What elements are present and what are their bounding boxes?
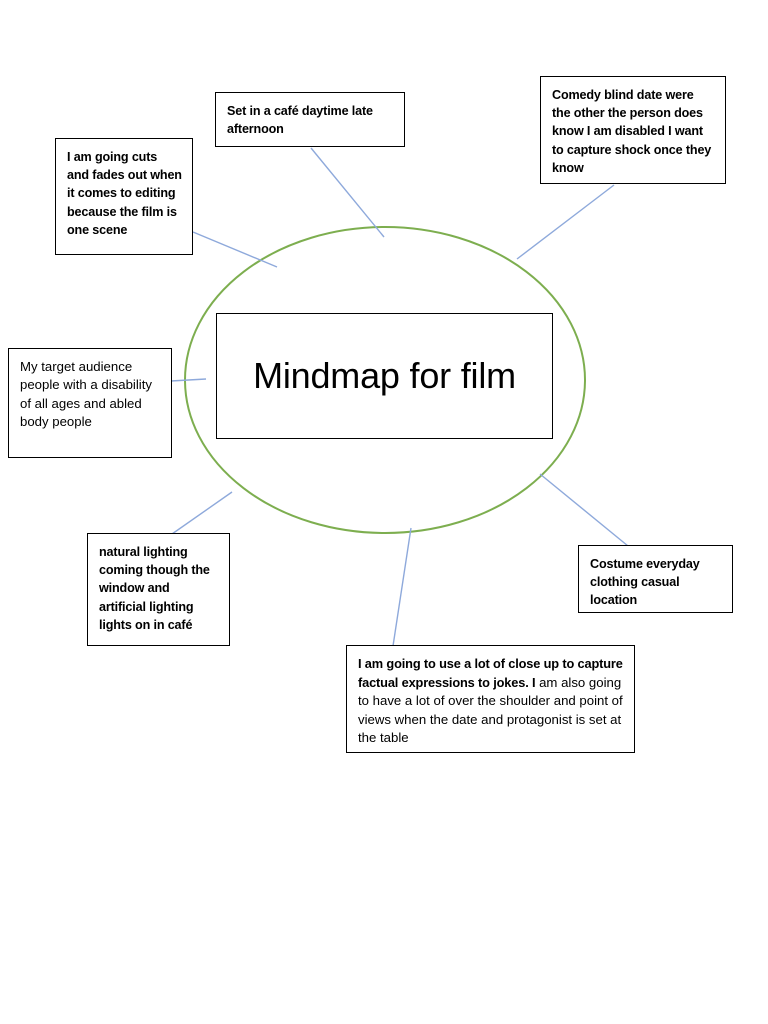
central-topic-label: Mindmap for film (253, 355, 516, 396)
note-audience-label: My target audience people with a disabil… (20, 359, 152, 430)
connector-shots (392, 527, 412, 647)
connector-editing (192, 231, 278, 268)
note-shots-lead: I am going to use a lot of close up to c… (358, 656, 623, 690)
note-shots[interactable]: I am going to use a lot of close up to c… (346, 645, 635, 753)
note-editing[interactable]: I am going cuts and fades out when it co… (55, 138, 193, 255)
connector-costume (539, 473, 629, 547)
note-costume[interactable]: Costume everyday clothing casual locatio… (578, 545, 733, 613)
note-setting-label: Set in a café daytime late afternoon (227, 104, 373, 137)
note-audience[interactable]: My target audience people with a disabil… (8, 348, 172, 458)
central-topic-node[interactable]: Mindmap for film (216, 313, 553, 439)
note-lighting[interactable]: natural lighting coming though the windo… (87, 533, 230, 646)
connector-setting (310, 147, 385, 238)
connector-lighting (171, 491, 233, 535)
note-comedy-label: Comedy blind date were the other the per… (552, 88, 712, 175)
note-shots-rest: am also going to have a lot of over the … (358, 674, 623, 746)
note-setting[interactable]: Set in a café daytime late afternoon (215, 92, 405, 147)
note-shots-label: I am going to use a lot of close up to c… (358, 655, 624, 748)
note-comedy[interactable]: Comedy blind date were the other the per… (540, 76, 726, 184)
note-editing-label: I am going cuts and fades out when it co… (67, 150, 182, 237)
note-costume-label: Costume everyday clothing casual locatio… (590, 557, 700, 608)
connector-audience (170, 378, 207, 382)
note-lighting-label: natural lighting coming though the windo… (99, 545, 210, 632)
connector-comedy (516, 184, 615, 260)
